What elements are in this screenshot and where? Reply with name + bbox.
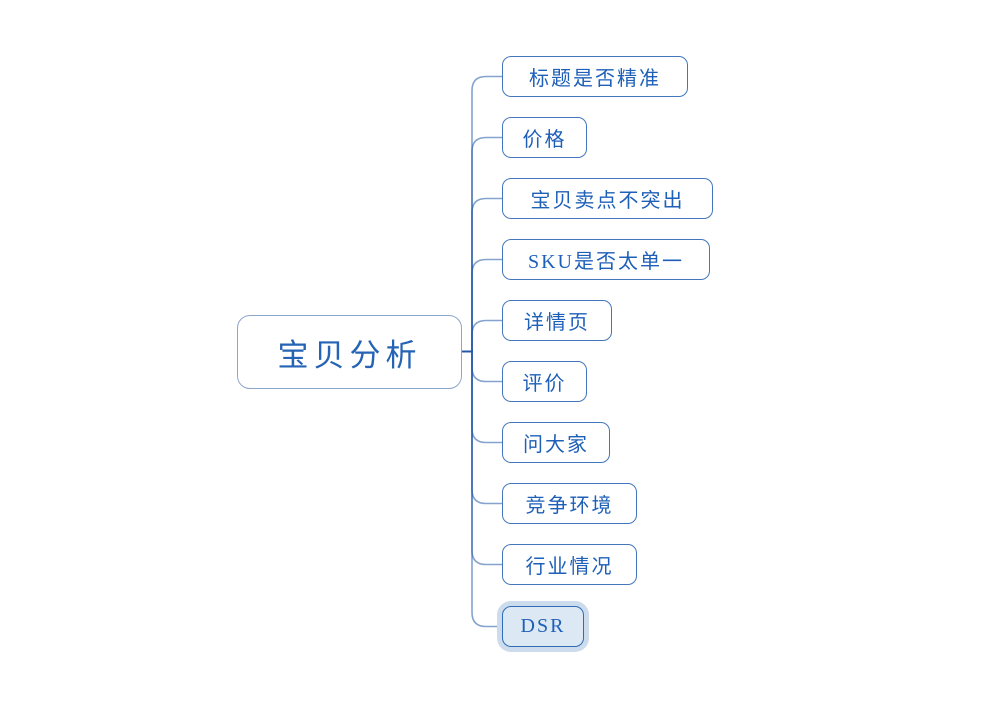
topic-node[interactable]: 竞争环境: [502, 483, 637, 524]
topic-node[interactable]: 问大家: [502, 422, 610, 463]
topic-node[interactable]: 行业情况: [502, 544, 637, 585]
topic-node[interactable]: 价格: [502, 117, 587, 158]
root-topic-node[interactable]: 宝贝分析: [237, 315, 462, 389]
topic-node[interactable]: 详情页: [502, 300, 612, 341]
branch-line: [461, 136, 502, 353]
branch-line: [461, 350, 502, 566]
branch-line: [461, 75, 502, 353]
branch-line: [461, 258, 502, 353]
branch-line: [461, 197, 502, 353]
branch-line: [461, 350, 502, 505]
branch-line: [461, 350, 502, 444]
topic-node[interactable]: 评价: [502, 361, 587, 402]
topic-node[interactable]: SKU是否太单一: [502, 239, 710, 280]
topic-node[interactable]: 标题是否精准: [502, 56, 688, 97]
branch-line: [461, 319, 502, 353]
branch-line: [461, 350, 502, 383]
topic-node-selected[interactable]: DSR: [502, 606, 584, 647]
topic-node[interactable]: 宝贝卖点不突出: [502, 178, 713, 219]
branch-line: [461, 350, 502, 628]
